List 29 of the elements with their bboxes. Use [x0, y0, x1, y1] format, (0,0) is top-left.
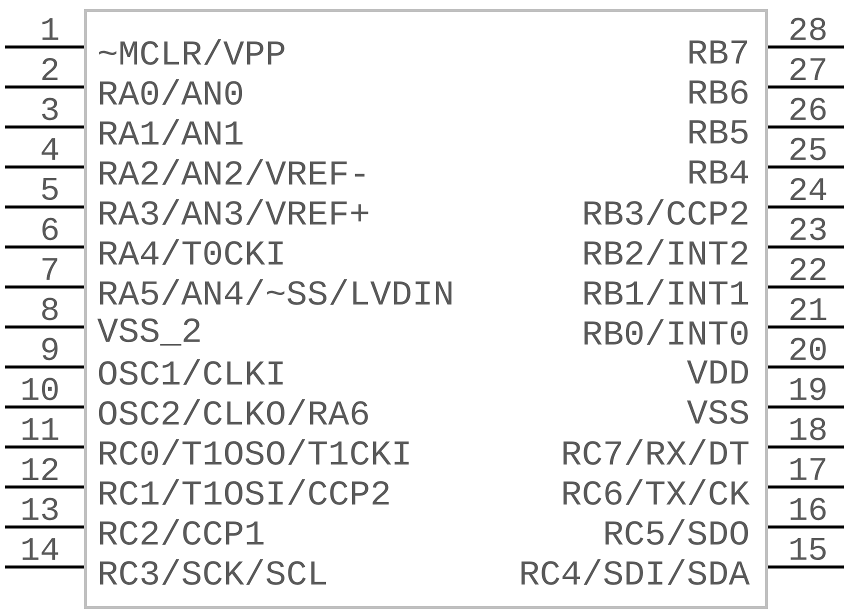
pin-name: RC1/T1OSI/CCP2 [100, 479, 389, 505]
pin-name: RB0/INT0 [584, 319, 748, 345]
pin-name: RB4 [690, 160, 748, 184]
pin-name: RA4/T0CKI [100, 239, 283, 265]
pin-name: RC6/TX/CK [564, 479, 750, 505]
pin-name: RB3/CCP2 [584, 199, 748, 225]
pin-name: RB6 [690, 80, 748, 104]
pin-name: RC2/CCP1 [100, 519, 264, 545]
pin-name: RC7/RX/DT [564, 439, 748, 465]
pin-name: VDD [686, 360, 748, 384]
pin-name: RA5/AN4/~SS/LVDIN [100, 279, 452, 305]
pin-name: VSS_2 [97, 318, 200, 346]
pin-name: RC4/SDI/SDA [522, 559, 750, 585]
pin-name: ~MCLR/VPP [99, 39, 284, 65]
pin-name: RC0/T1OSO/T1CKI [100, 439, 409, 465]
pin-name: RB7 [690, 40, 748, 64]
chip-body [84, 9, 768, 609]
pin-name: RB2/INT2 [584, 239, 748, 265]
pin-name: RA3/AN3/VREF+ [100, 199, 368, 225]
pin-name: VSS [686, 400, 748, 424]
pin-name: OSC1/CLKI [98, 359, 283, 385]
pin-name: RC5/SDO [606, 519, 748, 545]
pin-name: RA1/AN1 [100, 119, 243, 145]
pin-name: RC3/SCK/SCL [100, 559, 326, 585]
pin-name: RB5 [690, 120, 748, 144]
pin-name: RA0/AN0 [100, 79, 242, 105]
pin-name: OSC2/CLKO/RA6 [98, 399, 368, 425]
pin-name: RA2/AN2/VREF- [100, 159, 364, 185]
pin-name: RB1/INT1 [584, 279, 748, 305]
